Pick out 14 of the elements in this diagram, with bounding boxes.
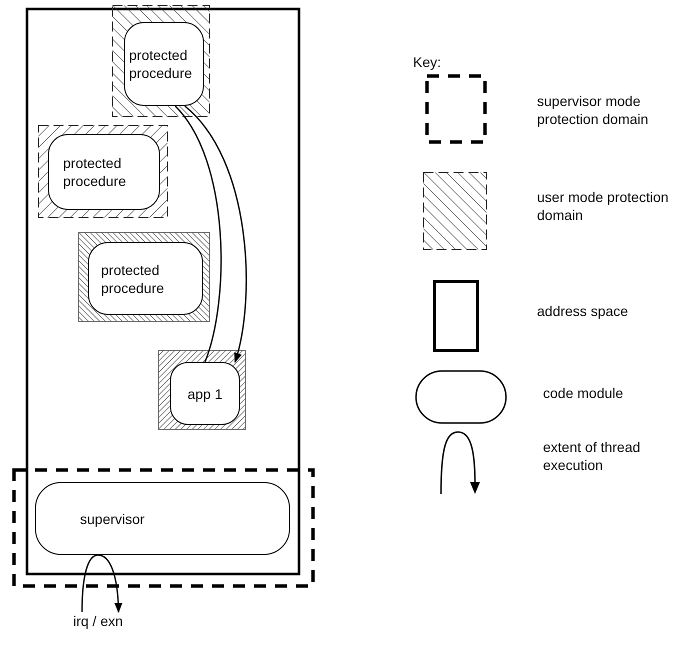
code-module <box>35 482 290 555</box>
code-module <box>48 134 160 210</box>
legend-text: extent of thread execution <box>543 438 642 474</box>
interrupt-label: irq / exn <box>73 612 123 630</box>
code-module <box>88 242 203 315</box>
key-heading: Key: <box>413 54 442 70</box>
code-module <box>170 362 240 425</box>
legend-text: code module <box>543 384 624 402</box>
code-module <box>124 22 204 106</box>
legend-text: address space <box>537 302 630 320</box>
thread-arrow <box>98 554 122 613</box>
legend-text: supervisor mode protection domain <box>537 92 650 128</box>
legend-text: user mode protection domain <box>537 188 670 224</box>
thread-arrow <box>184 106 247 363</box>
